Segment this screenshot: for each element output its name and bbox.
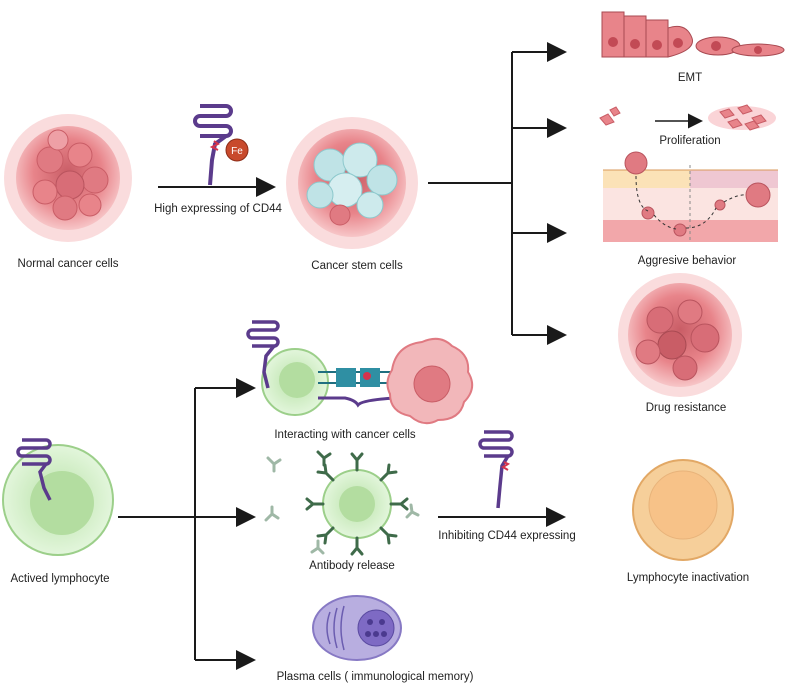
cd44-receptor-icon [193, 104, 233, 186]
label-cancer-stem-cells: Cancer stem cells [311, 260, 403, 272]
interacting-cancer-cell [386, 337, 474, 425]
stem-branch-arrows [428, 42, 567, 345]
antibody-icons [264, 450, 420, 556]
label-proliferation: Proliferation [659, 135, 721, 147]
proliferation-icon [599, 104, 776, 131]
receptor-binding-icon [318, 368, 396, 408]
label-interacting-with-cancer-cells: Interacting with cancer cells [274, 429, 416, 441]
label-inhibiting-cd44: Inhibiting CD44 expressing [438, 530, 576, 542]
label-actived-lymphocyte: Actived lymphocyte [10, 573, 110, 585]
label-normal-cancer-cells: Normal cancer cells [17, 258, 119, 270]
label-lymphocyte-inactivation: Lymphocyte inactivation [626, 572, 750, 584]
emt-cells-icon [601, 11, 785, 58]
interacting-lymphocyte [246, 320, 329, 416]
svg-text:Fe: Fe [231, 146, 243, 157]
lymphocyte-cd44-receptor-icon [16, 438, 52, 501]
inhibit-cd44-receptor-icon [478, 430, 514, 509]
inactive-lymphocyte-cell [632, 459, 734, 561]
drug-resistance-cluster [618, 273, 742, 397]
label-drug-resistance: Drug resistance [645, 402, 727, 414]
activated-lymphocyte-cell [2, 444, 114, 556]
cancer-stem-cells-cluster [286, 117, 418, 249]
label-plasma-cells: Plasma cells ( immunological memory) [276, 671, 474, 683]
label-aggressive-behavior: Aggresive behavior [637, 255, 737, 267]
normal-cancer-cells-cluster [4, 114, 132, 242]
aggressive-behavior-icon [603, 151, 778, 242]
label-emt: EMT [677, 72, 703, 84]
plasma-cell [312, 595, 402, 661]
label-antibody-release: Antibody release [309, 560, 395, 572]
iron-icon: Fe [225, 138, 249, 162]
label-high-expressing-cd44: High expressing of CD44 [154, 203, 282, 215]
lymphocyte-branch-arrows [118, 378, 256, 670]
